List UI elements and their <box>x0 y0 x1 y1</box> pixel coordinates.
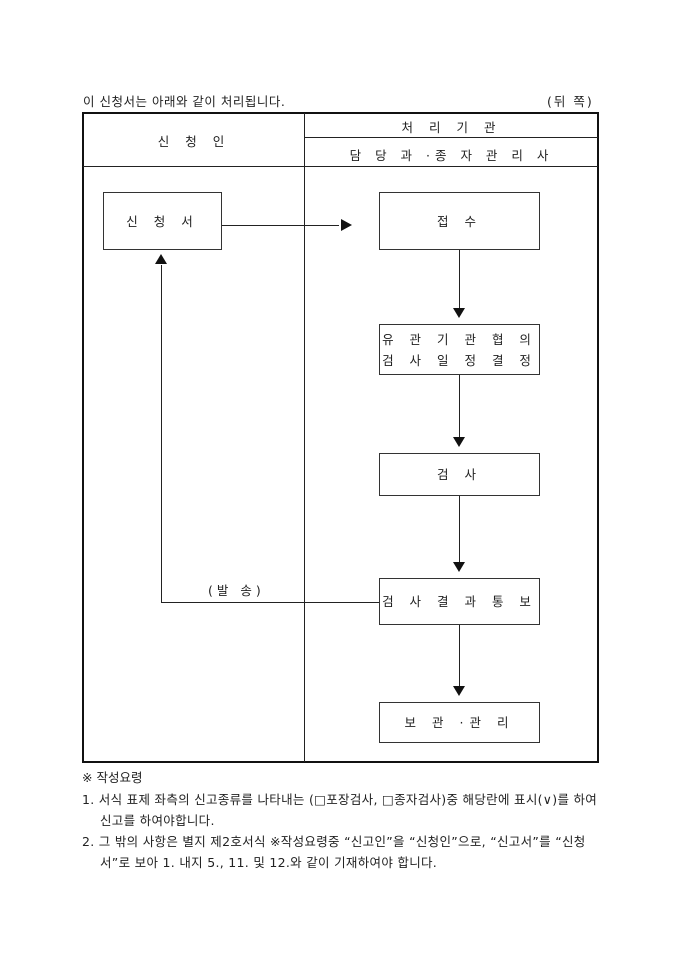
header-subdivider <box>305 137 598 138</box>
step-receipt-box: 접 수 <box>379 192 540 250</box>
arrow-right-icon <box>341 219 352 231</box>
arrow-down-icon <box>453 686 465 696</box>
application-box: 신 청 서 <box>103 192 222 250</box>
arrow-up-icon <box>155 254 167 264</box>
step-result-notice-label: 검 사 결 과 통 보 <box>382 594 537 609</box>
connector-return-horizontal <box>161 602 379 603</box>
instruction-item: 1. 서식 표제 좌측의 신고종류를 나타내는 (□포장검사, □종자검사)중 … <box>82 792 598 828</box>
header-agency: 처 리 기 관 <box>401 120 502 135</box>
step-receipt-label: 접 수 <box>437 213 482 229</box>
header-applicant: 신 청 인 <box>157 134 231 149</box>
step-consult-label-line2: 검 사 일 정 결 정 <box>382 352 537 368</box>
process-table <box>82 112 599 763</box>
step-storage-label: 보 관 ·관 리 <box>404 715 515 730</box>
step-storage-box: 보 관 ·관 리 <box>379 702 540 743</box>
arrow-down-icon <box>453 308 465 318</box>
connector-inspection-to-result <box>459 496 460 562</box>
connector-application-to-receipt <box>222 225 339 226</box>
instructions-title: ※ 작성요령 <box>82 770 143 785</box>
header-agency-department: 담 당 과 ·종 자 관 리 사 <box>349 148 554 163</box>
step-consult-label-line1: 유 관 기 관 협 의 <box>382 331 537 347</box>
connector-result-to-storage <box>459 625 460 686</box>
application-label: 신 청 서 <box>126 213 199 229</box>
instruction-item: 2. 그 밖의 사항은 별지 제2호서식 ※작성요령중 “신고인”을 “신청인”… <box>82 834 586 870</box>
step-inspection-label: 검 사 <box>437 467 482 482</box>
page-caption: 이 신청서는 아래와 같이 처리됩니다. <box>83 94 286 109</box>
connector-return-vertical <box>161 265 162 603</box>
arrow-down-icon <box>453 437 465 447</box>
writing-instructions: ※ 작성요령 1. 서식 표제 좌측의 신고종류를 나타내는 (□포장검사, □… <box>82 767 612 873</box>
connector-consult-to-inspection <box>459 375 460 437</box>
column-divider <box>304 113 305 762</box>
arrow-down-icon <box>453 562 465 572</box>
header-bottom-line <box>83 166 598 167</box>
step-consult-box: 유 관 기 관 협 의 검 사 일 정 결 정 <box>379 324 540 375</box>
step-inspection-box: 검 사 <box>379 453 540 496</box>
return-label: (발 송) <box>208 583 265 598</box>
connector-receipt-to-consult <box>459 250 460 308</box>
step-result-notice-box: 검 사 결 과 통 보 <box>379 578 540 625</box>
side-label: (뒤 쪽) <box>547 94 594 109</box>
